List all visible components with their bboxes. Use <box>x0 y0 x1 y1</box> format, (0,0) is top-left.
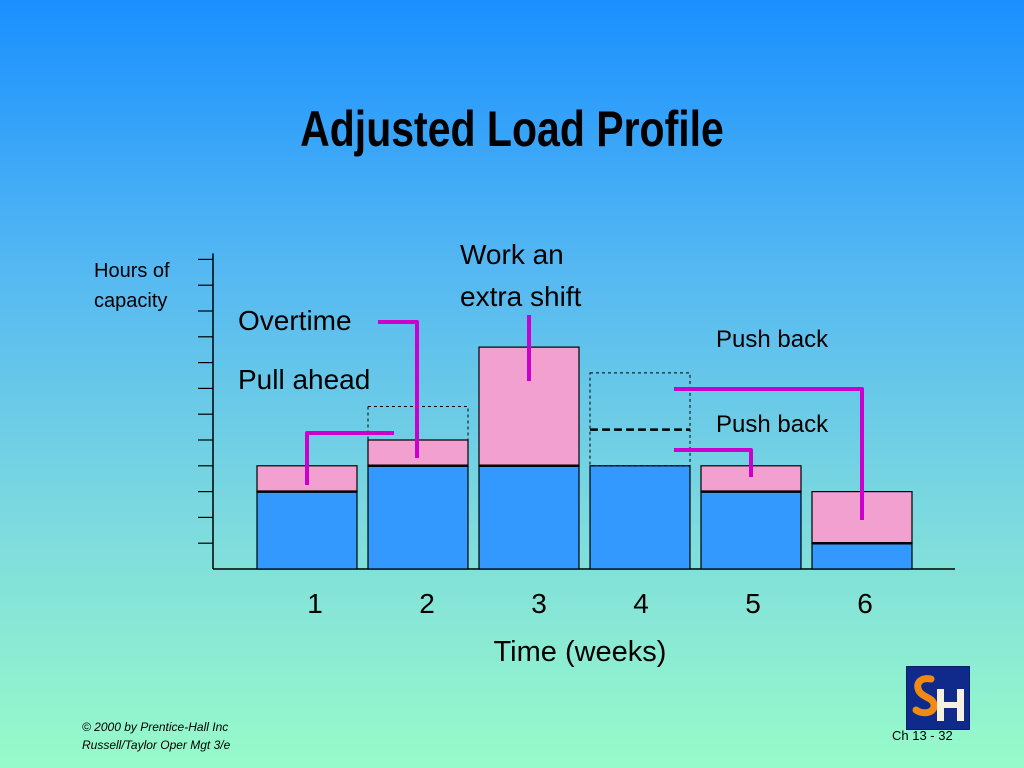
bar-week-6-segment-1 <box>811 542 913 570</box>
pull-ahead-label: Pull ahead <box>238 364 371 395</box>
extra-shift-line2: extra shift <box>460 281 582 312</box>
x-tick-label-2: 2 <box>419 588 435 619</box>
bar-week-2-segment-1 <box>367 465 469 570</box>
x-tick-label-4: 4 <box>633 588 649 619</box>
y-axis-label: Hours of capacity <box>94 256 170 316</box>
push-back-connector-1 <box>674 448 753 477</box>
dashed-outline-week-4 <box>589 372 691 467</box>
x-tick-label-3: 3 <box>531 588 547 619</box>
extra-shift-label: Work an extra shift <box>460 234 581 318</box>
x-tick-label-5: 5 <box>745 588 761 619</box>
x-tick-label-1: 1 <box>307 588 323 619</box>
sh-logo-glyph <box>912 675 964 721</box>
page-number: Ch 13 - 32 <box>892 728 953 743</box>
pull-ahead-connector <box>305 431 394 485</box>
bar-week-4-segment-1 <box>589 465 691 570</box>
overtime-label: Overtime <box>238 305 352 336</box>
x-axis-label: Time (weeks) <box>493 636 667 668</box>
bar-week-5-segment-1 <box>700 491 802 570</box>
copyright-line2: Russell/Taylor Oper Mgt 3/e <box>82 738 231 752</box>
y-axis-label-line2: capacity <box>94 290 168 312</box>
copyright-line1: © 2000 by Prentice-Hall Inc <box>82 720 229 734</box>
x-tick-label-6: 6 <box>857 588 873 619</box>
bar-week-1-segment-1 <box>256 491 358 570</box>
push-back-connector-2 <box>674 387 864 520</box>
extra-shift-line1: Work an <box>460 239 564 270</box>
bar-week-3-segment-1 <box>478 465 580 570</box>
sh-logo-icon <box>906 666 970 730</box>
overtime-connector <box>378 320 419 458</box>
y-axis-label-line1: Hours of <box>94 260 170 282</box>
page-title: Adjusted Load Profile <box>300 101 724 157</box>
push-back-label-1: Push back <box>716 326 829 353</box>
push-back-label-2: Push back <box>716 411 829 438</box>
copyright-footer: © 2000 by Prentice-Hall Inc Russell/Tayl… <box>82 718 230 754</box>
